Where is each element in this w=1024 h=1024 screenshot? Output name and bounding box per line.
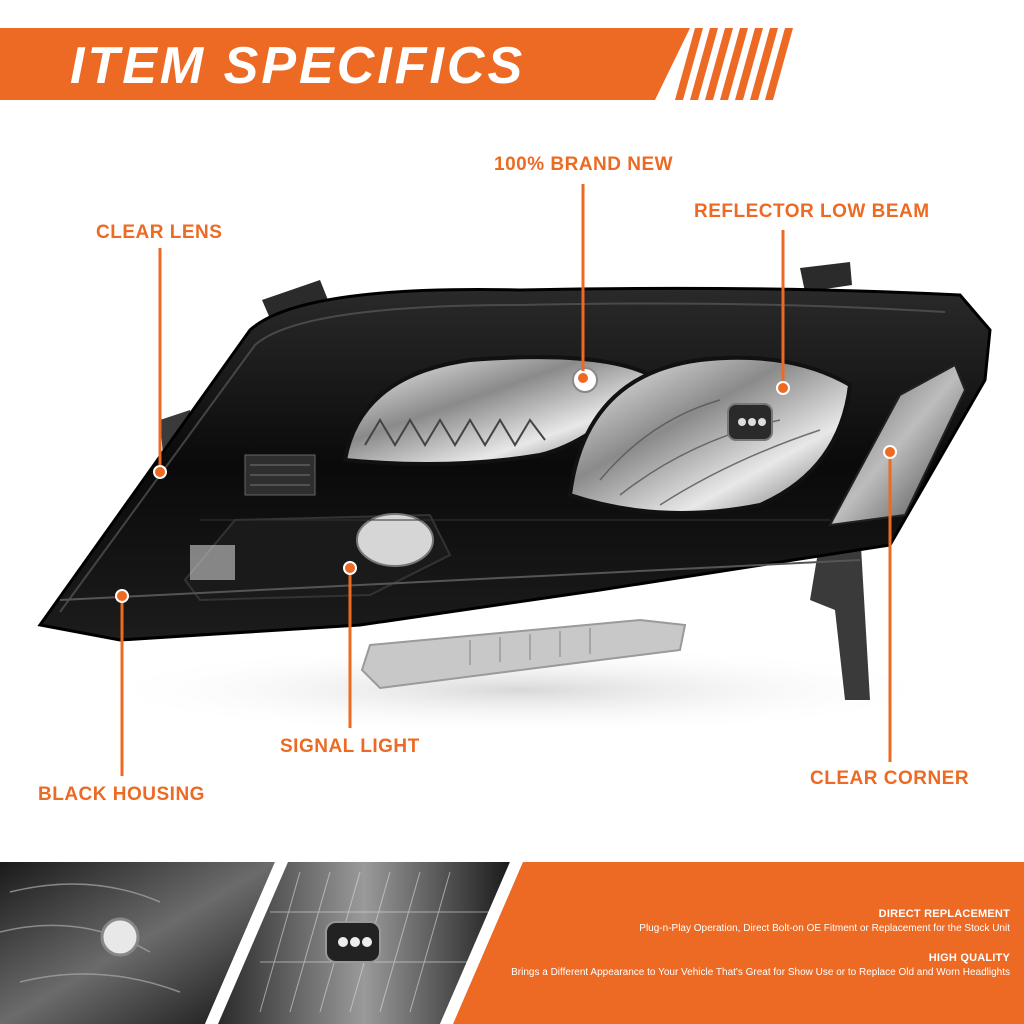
- feature-direct-replacement: DIRECT REPLACEMENT Plug-n-Play Operation…: [639, 908, 1010, 934]
- callout-brand-new: 100% BRAND NEW: [494, 154, 674, 175]
- item-specifics-banner: [0, 28, 793, 100]
- lower-bracket: [360, 618, 687, 690]
- low-beam-reflector: [567, 355, 853, 515]
- bottom-detail-strip: DIRECT REPLACEMENT Plug-n-Play Operation…: [0, 862, 1024, 1024]
- banner-shape: [0, 28, 793, 100]
- banner-title: ITEM SPECIFICS: [70, 37, 526, 95]
- feature-title: HIGH QUALITY: [928, 952, 1010, 964]
- headlight-illustration: [37, 184, 992, 776]
- callout-clear-lens: CLEAR LENS: [96, 222, 223, 243]
- feature-title: DIRECT REPLACEMENT: [878, 908, 1010, 920]
- callout-reflector-low-beam: REFLECTOR LOW BEAM: [694, 201, 930, 222]
- callout-clear-corner: CLEAR CORNER: [810, 768, 970, 789]
- feature-description: Plug-n-Play Operation, Direct Bolt-on OE…: [639, 923, 1010, 934]
- features-panel: [453, 862, 1024, 1024]
- callout-signal-light: SIGNAL LIGHT: [280, 736, 420, 757]
- feature-high-quality: HIGH QUALITY Brings a Different Appearan…: [511, 952, 1010, 978]
- signal-light-bulb: [356, 513, 434, 567]
- callout-black-housing: BLACK HOUSING: [38, 784, 205, 805]
- clear-corner-lens: [828, 363, 967, 527]
- detail-photos: [0, 862, 1024, 1024]
- feature-description: Brings a Different Appearance to Your Ve…: [511, 967, 1010, 978]
- mount-bracket: [810, 530, 870, 700]
